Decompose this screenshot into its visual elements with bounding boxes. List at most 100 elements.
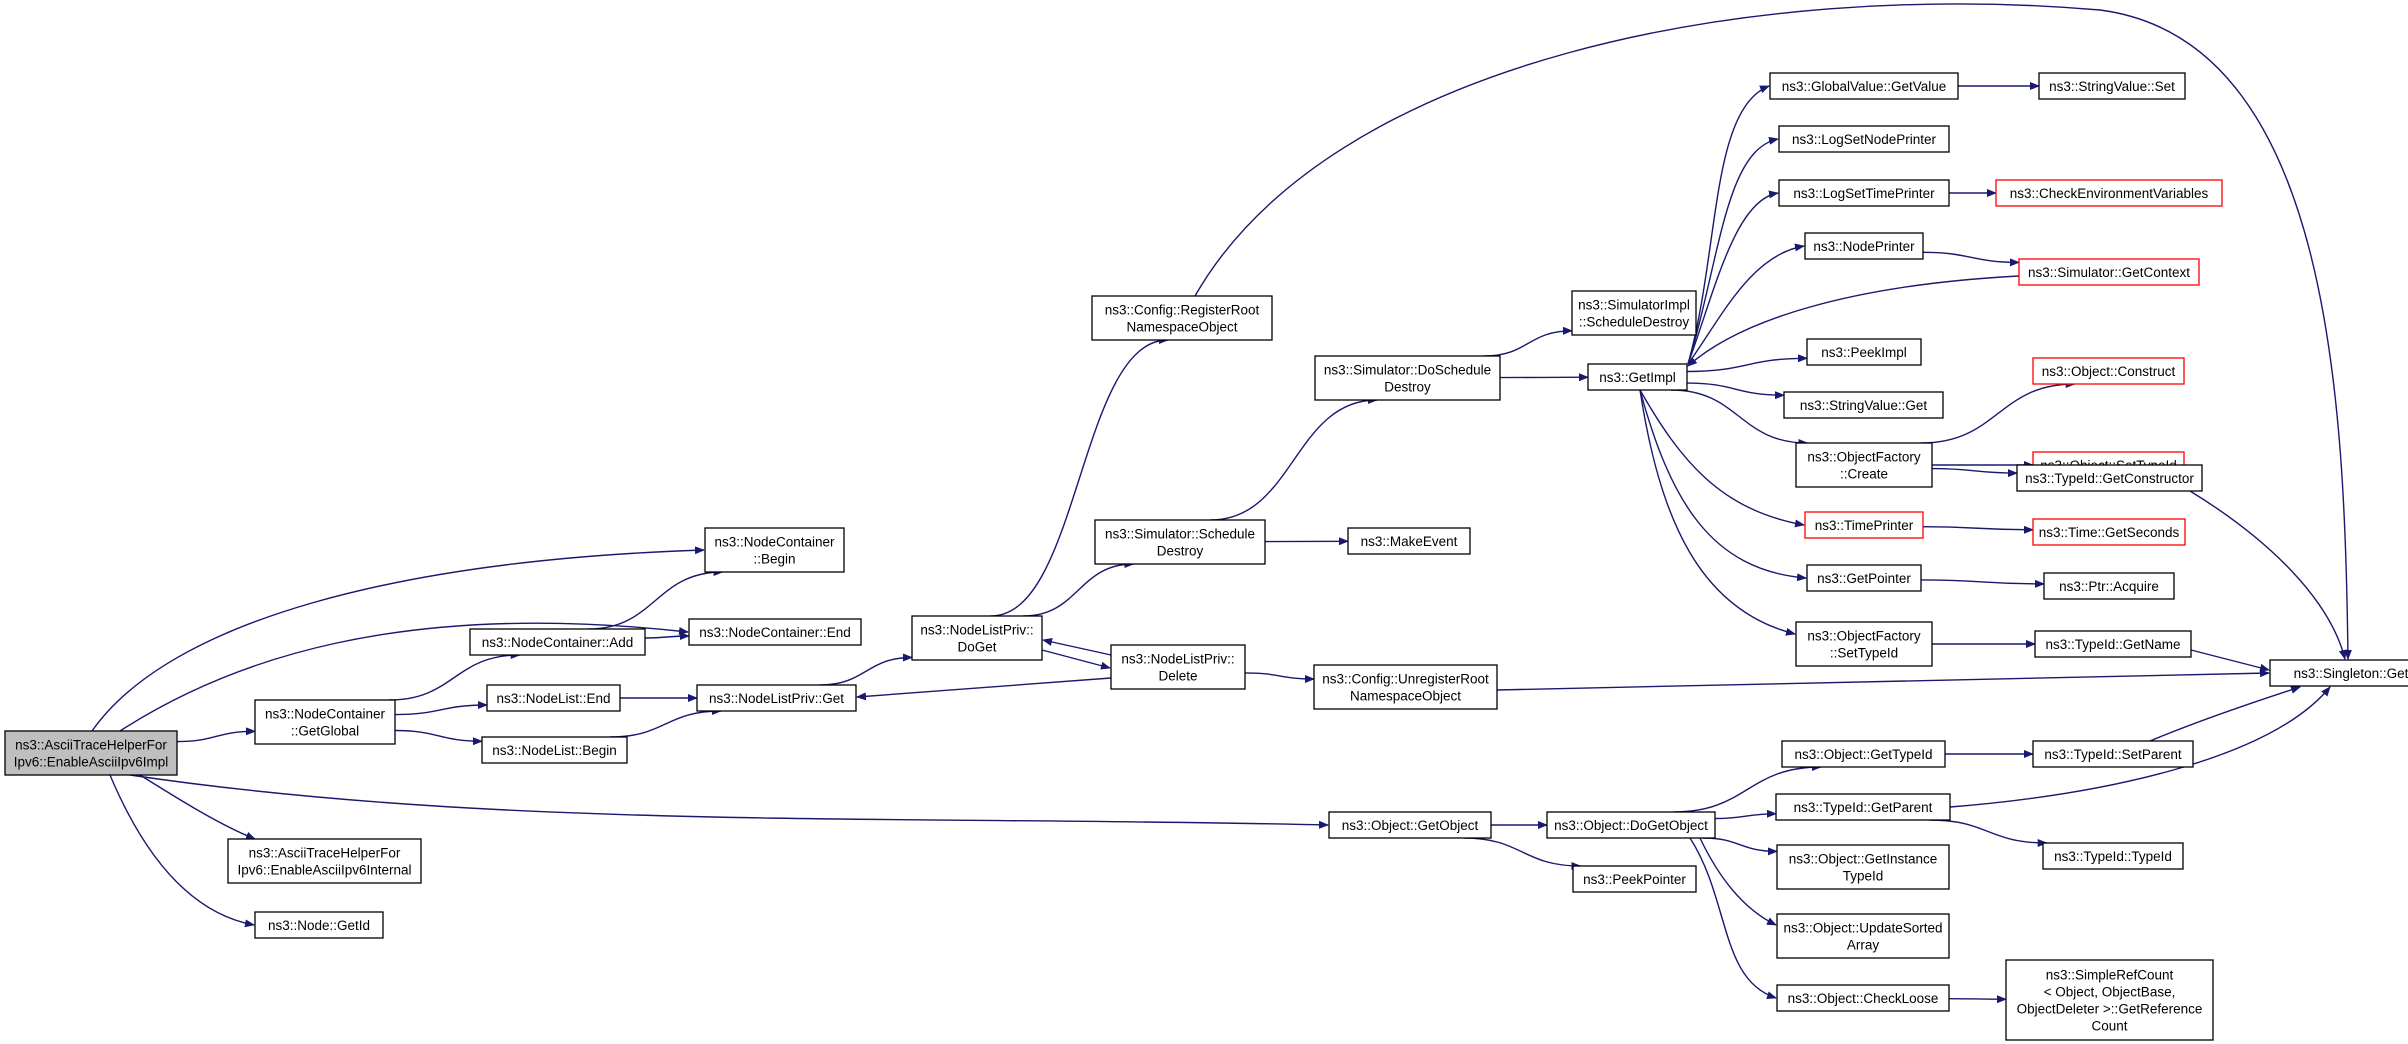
node-objfactory_settypeid[interactable]: ns3::ObjectFactory::SetTypeId (1795, 621, 1933, 667)
node-peekimpl[interactable]: ns3::PeekImpl (1806, 338, 1922, 366)
node-typeid_setparent[interactable]: ns3::TypeId::SetParent (2032, 740, 2194, 768)
edge-obj_dogetobject-to-obj_getinstancetypeid (1702, 837, 1778, 856)
node-box[interactable] (481, 736, 628, 764)
node-nc_add[interactable]: ns3::NodeContainer::Add (469, 628, 646, 656)
node-logsettimeprinter[interactable]: ns3::LogSetTimePrinter (1778, 179, 1950, 207)
node-cfg_unregister[interactable]: ns3::Config::UnregisterRootNamespaceObje… (1313, 664, 1498, 710)
node-box[interactable] (1776, 984, 1950, 1012)
node-box[interactable] (2269, 659, 2408, 687)
node-nc_end[interactable]: ns3::NodeContainer::End (688, 618, 862, 646)
node-box[interactable] (1094, 519, 1266, 565)
node-box[interactable] (1775, 793, 1951, 821)
node-box[interactable] (1778, 179, 1950, 207)
node-label: ::SetTypeId (1830, 646, 1898, 661)
node-getimpl[interactable]: ns3::GetImpl (1587, 363, 1688, 391)
node-box[interactable] (4, 730, 178, 776)
node-typeid_getname[interactable]: ns3::TypeId::GetName (2034, 630, 2192, 658)
node-box[interactable] (1781, 740, 1946, 768)
node-box[interactable] (1328, 811, 1492, 839)
node-box[interactable] (2034, 630, 2192, 658)
node-sv_set[interactable]: ns3::StringValue::Set (2038, 72, 2186, 100)
node-obj_construct[interactable]: ns3::Object::Construct (2032, 357, 2185, 385)
node-box[interactable] (2032, 357, 2185, 385)
node-box[interactable] (1347, 527, 1471, 555)
node-box[interactable] (2043, 572, 2175, 600)
node-box[interactable] (2042, 842, 2184, 870)
node-box[interactable] (486, 684, 621, 712)
node-logsetnodeprinter[interactable]: ns3::LogSetNodePrinter (1778, 125, 1950, 153)
node-obj_getobject[interactable]: ns3::Object::GetObject (1328, 811, 1492, 839)
node-singleton_get[interactable]: ns3::Singleton::Get (2269, 659, 2408, 687)
node-ptr_acquire[interactable]: ns3::Ptr::Acquire (2043, 572, 2175, 600)
node-box[interactable] (1110, 644, 1246, 690)
node-typeid_getconstructor[interactable]: ns3::TypeId::GetConstructor (2016, 464, 2203, 492)
node-box[interactable] (2016, 464, 2203, 492)
node-time_getseconds[interactable]: ns3::Time::GetSeconds (2032, 518, 2186, 546)
node-box[interactable] (688, 618, 862, 646)
node-makeevent[interactable]: ns3::MakeEvent (1347, 527, 1471, 555)
node-box[interactable] (1313, 664, 1498, 710)
node-box[interactable] (1571, 290, 1697, 336)
node-nl_begin[interactable]: ns3::NodeList::Begin (481, 736, 628, 764)
node-box[interactable] (1546, 811, 1716, 839)
node-box[interactable] (1778, 125, 1950, 153)
node-box[interactable] (696, 684, 857, 712)
node-sv_get[interactable]: ns3::StringValue::Get (1783, 391, 1944, 419)
node-obj_checkloose[interactable]: ns3::Object::CheckLoose (1776, 984, 1950, 1012)
node-box[interactable] (254, 911, 384, 939)
node-box[interactable] (2038, 72, 2186, 100)
node-box[interactable] (2005, 959, 2214, 1041)
node-ath_internal[interactable]: ns3::AsciiTraceHelperForIpv6::EnableAsci… (227, 838, 422, 884)
node-obj_gettypeid[interactable]: ns3::Object::GetTypeId (1781, 740, 1946, 768)
node-box[interactable] (1795, 442, 1933, 488)
node-sim_schedule_destroy[interactable]: ns3::Simulator::ScheduleDestroy (1094, 519, 1266, 565)
node-nc_begin[interactable]: ns3::NodeContainer::Begin (704, 527, 845, 573)
node-box[interactable] (2018, 258, 2200, 286)
node-timeprinter[interactable]: ns3::TimePrinter (1804, 511, 1924, 539)
node-box[interactable] (1776, 913, 1950, 959)
node-box[interactable] (227, 838, 422, 884)
node-peekpointer[interactable]: ns3::PeekPointer (1572, 865, 1697, 893)
node-box[interactable] (1806, 338, 1922, 366)
node-simplerefcount[interactable]: ns3::SimpleRefCount< Object, ObjectBase,… (2005, 959, 2214, 1041)
node-box[interactable] (1804, 511, 1924, 539)
node-box[interactable] (1795, 621, 1933, 667)
node-checkenv[interactable]: ns3::CheckEnvironmentVariables (1995, 179, 2223, 207)
node-nl_end[interactable]: ns3::NodeList::End (486, 684, 621, 712)
node-getpointer[interactable]: ns3::GetPointer (1806, 564, 1922, 592)
node-box[interactable] (1091, 295, 1273, 341)
node-box[interactable] (704, 527, 845, 573)
node-node_getid[interactable]: ns3::Node::GetId (254, 911, 384, 939)
node-box[interactable] (1995, 179, 2223, 207)
node-root[interactable]: ns3::AsciiTraceHelperForIpv6::EnableAsci… (4, 730, 178, 776)
node-box[interactable] (469, 628, 646, 656)
node-objfactory_create[interactable]: ns3::ObjectFactory::Create (1795, 442, 1933, 488)
node-box[interactable] (1783, 391, 1944, 419)
node-nlp_delete[interactable]: ns3::NodeListPriv::Delete (1110, 644, 1246, 690)
node-box[interactable] (1572, 865, 1697, 893)
node-nlp_get[interactable]: ns3::NodeListPriv::Get (696, 684, 857, 712)
node-box[interactable] (1806, 564, 1922, 592)
node-typeid_getparent[interactable]: ns3::TypeId::GetParent (1775, 793, 1951, 821)
node-gv_getvalue[interactable]: ns3::GlobalValue::GetValue (1769, 72, 1959, 100)
node-nlp_doget[interactable]: ns3::NodeListPriv::DoGet (911, 615, 1043, 661)
node-box[interactable] (911, 615, 1043, 661)
node-box[interactable] (1314, 355, 1501, 401)
node-box[interactable] (1776, 844, 1950, 890)
node-box[interactable] (254, 699, 396, 745)
node-simimpl_scheduledestroy[interactable]: ns3::SimulatorImpl::ScheduleDestroy (1571, 290, 1697, 336)
node-obj_dogetobject[interactable]: ns3::Object::DoGetObject (1546, 811, 1716, 839)
node-nc_getglobal[interactable]: ns3::NodeContainer::GetGlobal (254, 699, 396, 745)
node-nodeprinter[interactable]: ns3::NodePrinter (1804, 232, 1924, 260)
node-typeid_typeid[interactable]: ns3::TypeId::TypeId (2042, 842, 2184, 870)
node-box[interactable] (2032, 740, 2194, 768)
node-box[interactable] (1587, 363, 1688, 391)
node-box[interactable] (1804, 232, 1924, 260)
node-box[interactable] (2032, 518, 2186, 546)
node-box[interactable] (1769, 72, 1959, 100)
node-sim_getcontext[interactable]: ns3::Simulator::GetContext (2018, 258, 2200, 286)
